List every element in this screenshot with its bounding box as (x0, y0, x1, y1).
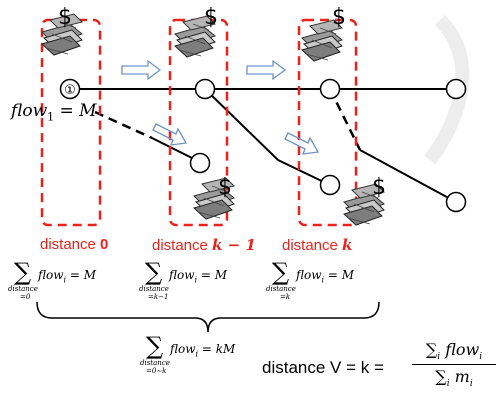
flow-arrow-horizontal-2 (246, 59, 287, 81)
distance-box-k (297, 18, 358, 227)
branch-path-2 (204, 88, 331, 186)
node-7 (445, 191, 467, 213)
dollar-icon: $ (372, 175, 386, 200)
grouping-bracket (36, 301, 380, 333)
flow-initial-label: flow1 = M (11, 101, 97, 124)
distance-formula: distance V = k = ∑i flowi ∑i mi (262, 340, 498, 396)
dollar-icon: $ (332, 5, 346, 30)
node-1 (59, 78, 81, 100)
sum-distance-k: ∑ flowi = M distance =k (266, 258, 355, 301)
distance-label-0: distance 0 (40, 236, 109, 253)
flow-arrow-horizontal-1 (121, 59, 162, 81)
distance-label-k-minus-1: distance k − 1 (152, 236, 256, 254)
flow-arrow-diagonal-1 (152, 123, 188, 146)
dollar-icon: $ (204, 5, 218, 30)
branch-path-1 (94, 110, 201, 163)
node-4 (445, 78, 467, 100)
node-6 (319, 174, 341, 196)
node-1-label: ① (64, 83, 76, 98)
node-5 (189, 152, 211, 174)
flow-arrow-diagonal-2 (284, 132, 320, 155)
branch-path-3 (328, 88, 457, 203)
sum-distance-0: ∑ flowi = M distance =0 (8, 258, 97, 301)
node-2 (194, 78, 216, 100)
distance-label-k: distance k (282, 236, 353, 254)
formula-fraction: ∑i flowi ∑i mi (412, 340, 496, 389)
dollar-icon: $ (218, 175, 232, 200)
sum-distance-k-minus-1: ∑ flowi = M distance =k−1 (139, 258, 228, 301)
sum-total: ∑ flowi = kM distance =0∼k (140, 332, 236, 375)
node-3 (319, 78, 341, 100)
dollar-icon: $ (58, 5, 72, 30)
